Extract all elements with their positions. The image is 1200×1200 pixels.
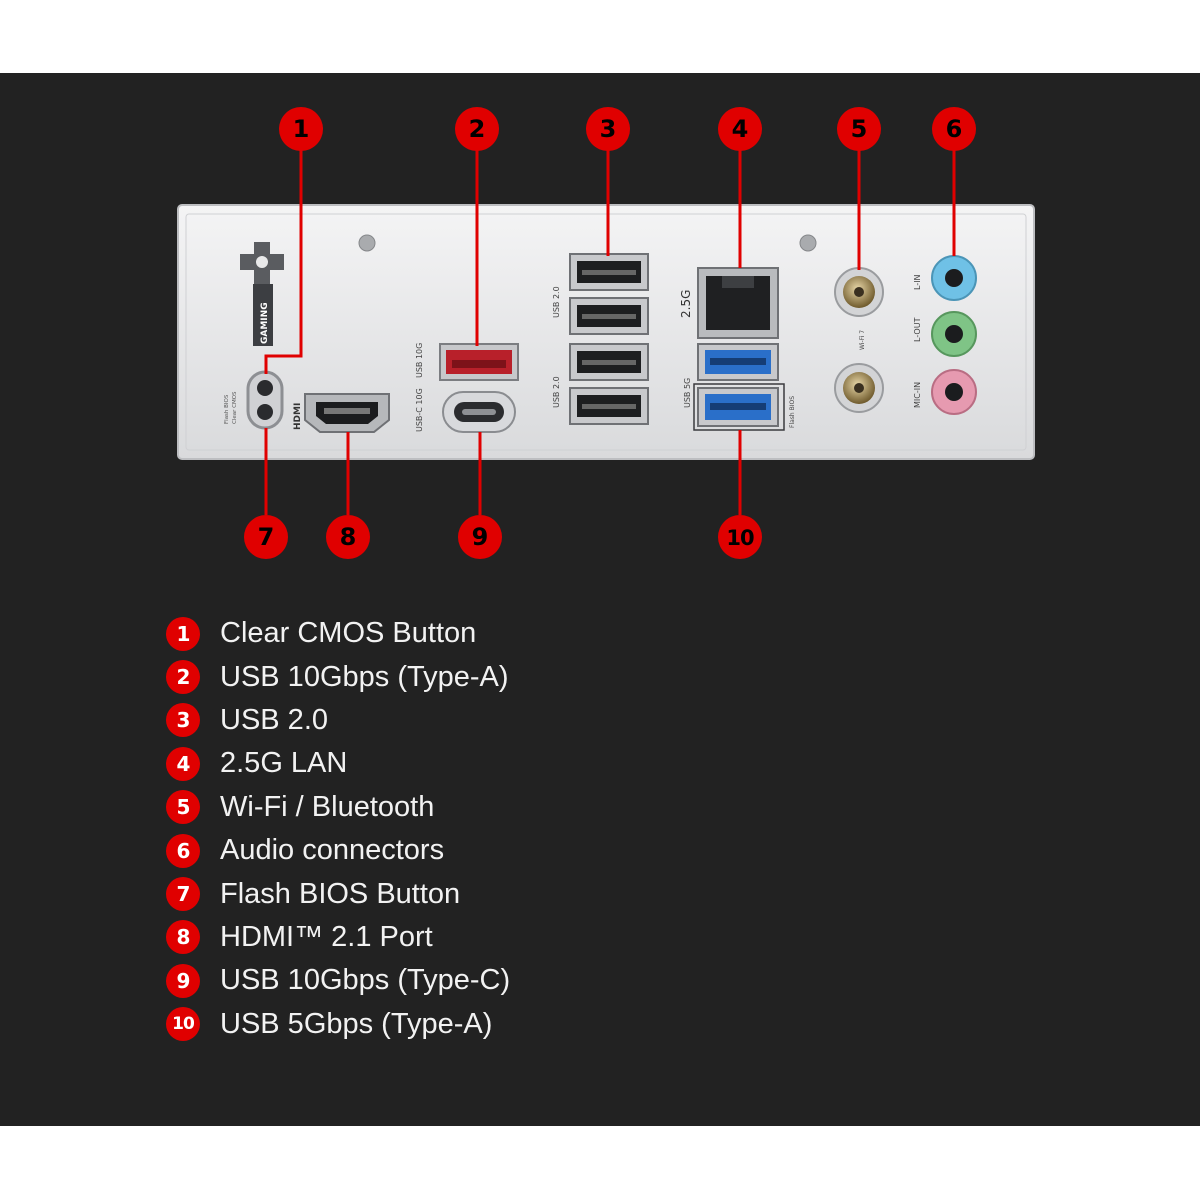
legend-item: 6 Audio connectors bbox=[166, 829, 766, 872]
mounting-screw-left bbox=[358, 234, 376, 252]
wifi-label: Wi-Fi 7 bbox=[859, 330, 866, 350]
gaming-logo: GAMING bbox=[240, 242, 284, 346]
hdmi-label: HDMI bbox=[293, 403, 303, 430]
legend-label: USB 10Gbps (Type-A) bbox=[220, 660, 509, 693]
legend-item: 9 USB 10Gbps (Type-C) bbox=[166, 959, 766, 1002]
legend: 1 Clear CMOS Button 2 USB 10Gbps (Type-A… bbox=[166, 612, 766, 1046]
legend-number-badge: 8 bbox=[166, 920, 200, 955]
usb-2-0-port bbox=[569, 387, 649, 425]
usb-2-0-ports: USB 2.0 USB 2.0 bbox=[552, 253, 649, 425]
callout-8-number: 8 bbox=[340, 523, 357, 551]
callout-9-number: 9 bbox=[472, 523, 489, 551]
usb-2-0-port bbox=[569, 343, 649, 381]
callout-9: 9 bbox=[458, 515, 502, 559]
callout-4-number: 4 bbox=[732, 115, 749, 143]
usb-2-0-port bbox=[569, 253, 649, 291]
clear-cmos-button[interactable] bbox=[257, 380, 273, 396]
line-out-jack bbox=[931, 311, 977, 357]
callout-3-number: 3 bbox=[600, 115, 617, 143]
callout-1-number: 1 bbox=[293, 115, 310, 143]
legend-label: 2.5G LAN bbox=[220, 747, 348, 780]
line-in-label: L-IN bbox=[913, 274, 922, 290]
legend-item: 2 USB 10Gbps (Type-A) bbox=[166, 655, 766, 698]
callout-7: 7 bbox=[244, 515, 288, 559]
flash-bios-button[interactable] bbox=[257, 404, 273, 420]
gaming-label: GAMING bbox=[260, 302, 270, 344]
legend-label: USB 5Gbps (Type-A) bbox=[220, 1007, 493, 1040]
usb-5g-port bbox=[697, 343, 779, 381]
usb-2-0-port bbox=[569, 297, 649, 335]
callout-6: 6 bbox=[932, 107, 976, 151]
line-out-label: L-OUT bbox=[913, 317, 922, 342]
usb-5g-label: USB 5G bbox=[683, 378, 692, 408]
legend-item: 10 USB 5Gbps (Type-A) bbox=[166, 1003, 766, 1046]
audio-connectors: L-IN L-OUT MIC-IN bbox=[913, 255, 977, 415]
legend-number-badge: 5 bbox=[166, 790, 200, 825]
usb-5g-ports: USB 5G Flash BIOS bbox=[683, 343, 796, 431]
legend-number-badge: 2 bbox=[166, 660, 200, 695]
legend-item: 3 USB 2.0 bbox=[166, 699, 766, 742]
antenna-connector bbox=[834, 267, 884, 317]
mic-in-label: MIC-IN bbox=[913, 382, 922, 408]
usb-10g-label: USB 10G bbox=[415, 343, 424, 378]
usb-c-label: USB-C 10G bbox=[415, 388, 424, 432]
legend-number-badge: 10 bbox=[166, 1007, 200, 1042]
callout-2-number: 2 bbox=[469, 115, 486, 143]
legend-label: Audio connectors bbox=[220, 834, 445, 867]
legend-label: HDMI™ 2.1 Port bbox=[220, 920, 433, 953]
callout-lines bbox=[264, 150, 956, 515]
callout-5-number: 5 bbox=[851, 115, 868, 143]
usb-c-port: USB-C 10G bbox=[415, 388, 516, 433]
usb-5g-port bbox=[697, 387, 779, 427]
legend-label: Flash BIOS Button bbox=[220, 877, 461, 910]
line-in-jack bbox=[931, 255, 977, 301]
legend-number-badge: 9 bbox=[166, 963, 200, 998]
legend-item: 4 2.5G LAN bbox=[166, 742, 766, 785]
legend-item: 7 Flash BIOS Button bbox=[166, 872, 766, 915]
mounting-screw-right bbox=[799, 234, 817, 252]
callout-5: 5 bbox=[837, 107, 881, 151]
callout-1: 1 bbox=[279, 107, 323, 151]
callout-4: 4 bbox=[718, 107, 762, 151]
antenna-connector bbox=[834, 363, 884, 413]
clear-cmos-label: Clear CMOS bbox=[232, 391, 238, 424]
legend-label: USB 10Gbps (Type-C) bbox=[220, 964, 511, 997]
flash-bios-port-label: Flash BIOS bbox=[789, 396, 796, 428]
legend-item: 5 Wi-Fi / Bluetooth bbox=[166, 786, 766, 829]
legend-number-badge: 1 bbox=[166, 616, 200, 651]
legend-label: Clear CMOS Button bbox=[220, 617, 477, 650]
legend-item: 1 Clear CMOS Button bbox=[166, 612, 766, 655]
mic-in-jack bbox=[931, 369, 977, 415]
callout-2: 2 bbox=[455, 107, 499, 151]
legend-number-badge: 4 bbox=[166, 746, 200, 781]
legend-label: Wi-Fi / Bluetooth bbox=[220, 790, 435, 823]
wifi-antenna-connectors: Wi-Fi 7 bbox=[834, 267, 884, 413]
flash-bios-label: Flash BIOS bbox=[224, 394, 230, 424]
lan-port: 2.5G bbox=[679, 267, 779, 339]
legend-number-badge: 3 bbox=[166, 703, 200, 738]
usb20-top-label: USB 2.0 bbox=[552, 286, 561, 318]
callout-8: 8 bbox=[326, 515, 370, 559]
legend-number-badge: 7 bbox=[166, 877, 200, 912]
callout-10: 10 bbox=[718, 515, 762, 559]
callout-3: 3 bbox=[586, 107, 630, 151]
usb-10g-type-a-port: USB 10G bbox=[415, 343, 519, 381]
io-panel-diagram: GAMING Clear CMOS Flash BIOS HDMI USB 10… bbox=[177, 107, 1035, 559]
callout-6-number: 6 bbox=[946, 115, 963, 143]
callout-10-number: 10 bbox=[726, 526, 754, 550]
legend-label: USB 2.0 bbox=[220, 703, 328, 736]
hdmi-port: HDMI bbox=[293, 393, 390, 433]
callout-line-1 bbox=[264, 150, 303, 374]
legend-item: 8 HDMI™ 2.1 Port bbox=[166, 916, 766, 959]
legend-number-badge: 6 bbox=[166, 833, 200, 868]
lan-label: 2.5G bbox=[679, 290, 693, 318]
callout-7-number: 7 bbox=[258, 523, 275, 551]
usb20-bottom-label: USB 2.0 bbox=[552, 376, 561, 408]
